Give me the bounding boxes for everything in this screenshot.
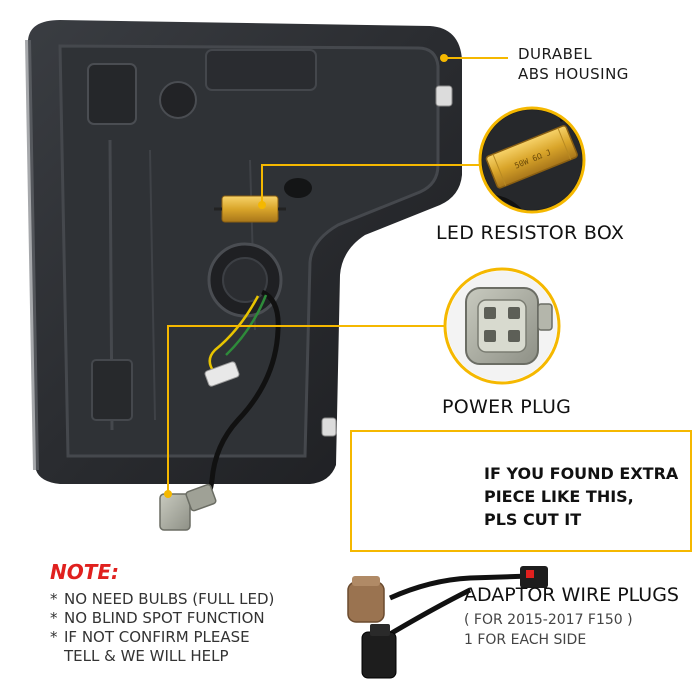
adaptor-subtitle: ( FOR 2015-2017 F150 ) xyxy=(464,612,633,628)
note-item: * NO NEED BULBS (FULL LED) xyxy=(50,590,340,609)
harness-power-plug xyxy=(159,483,217,531)
adaptor-per-side: 1 FOR EACH SIDE xyxy=(464,632,587,648)
extra-piece-line2: PIECE LIKE THIS, xyxy=(484,487,634,506)
power-plug-icon xyxy=(443,267,561,385)
note-bullet: * xyxy=(50,609,58,627)
callout-leaders xyxy=(167,57,508,494)
housing-label-line2: ABS HOUSING xyxy=(518,65,629,83)
note-bullet: * xyxy=(50,628,58,646)
adaptor-block: ADAPTOR WIRE PLUGS ( FOR 2015-2017 F150 … xyxy=(464,584,679,650)
note-item: * IF NOT CONFIRM PLEASE xyxy=(50,628,340,647)
note-item: * NO BLIND SPOT FUNCTION xyxy=(50,609,340,628)
extra-piece-callout-box xyxy=(350,430,692,552)
note-bullet: * xyxy=(50,590,58,608)
housing-label: DURABEL ABS HOUSING xyxy=(518,44,629,84)
adaptor-harness-icon xyxy=(347,566,548,679)
abs-housing xyxy=(25,20,462,484)
note-item-text: NO NEED BULBS (FULL LED) xyxy=(64,590,275,608)
extra-piece-line3: PLS CUT IT xyxy=(484,510,582,529)
note-continuation: TELL & WE WILL HELP xyxy=(64,647,229,665)
extra-piece-line1: IF YOU FOUND EXTRA xyxy=(484,464,679,483)
note-title: NOTE: xyxy=(50,560,120,584)
housing-label-line1: DURABEL xyxy=(518,45,593,63)
resistor-box-on-housing xyxy=(214,195,286,223)
resistor-label: LED RESISTOR BOX xyxy=(436,222,625,244)
resistor-box-icon: 50W 6Ω J xyxy=(478,106,586,214)
note-item-text: IF NOT CONFIRM PLEASE xyxy=(64,628,250,646)
adaptor-title: ADAPTOR WIRE PLUGS xyxy=(464,584,679,606)
note-item-text: NO BLIND SPOT FUNCTION xyxy=(64,609,265,627)
extra-piece-warning: IF YOU FOUND EXTRA PIECE LIKE THIS, PLS … xyxy=(484,462,678,531)
power-plug-label: POWER PLUG xyxy=(442,396,572,418)
note-block: NOTE: * NO NEED BULBS (FULL LED) * NO BLIN… xyxy=(50,560,340,666)
